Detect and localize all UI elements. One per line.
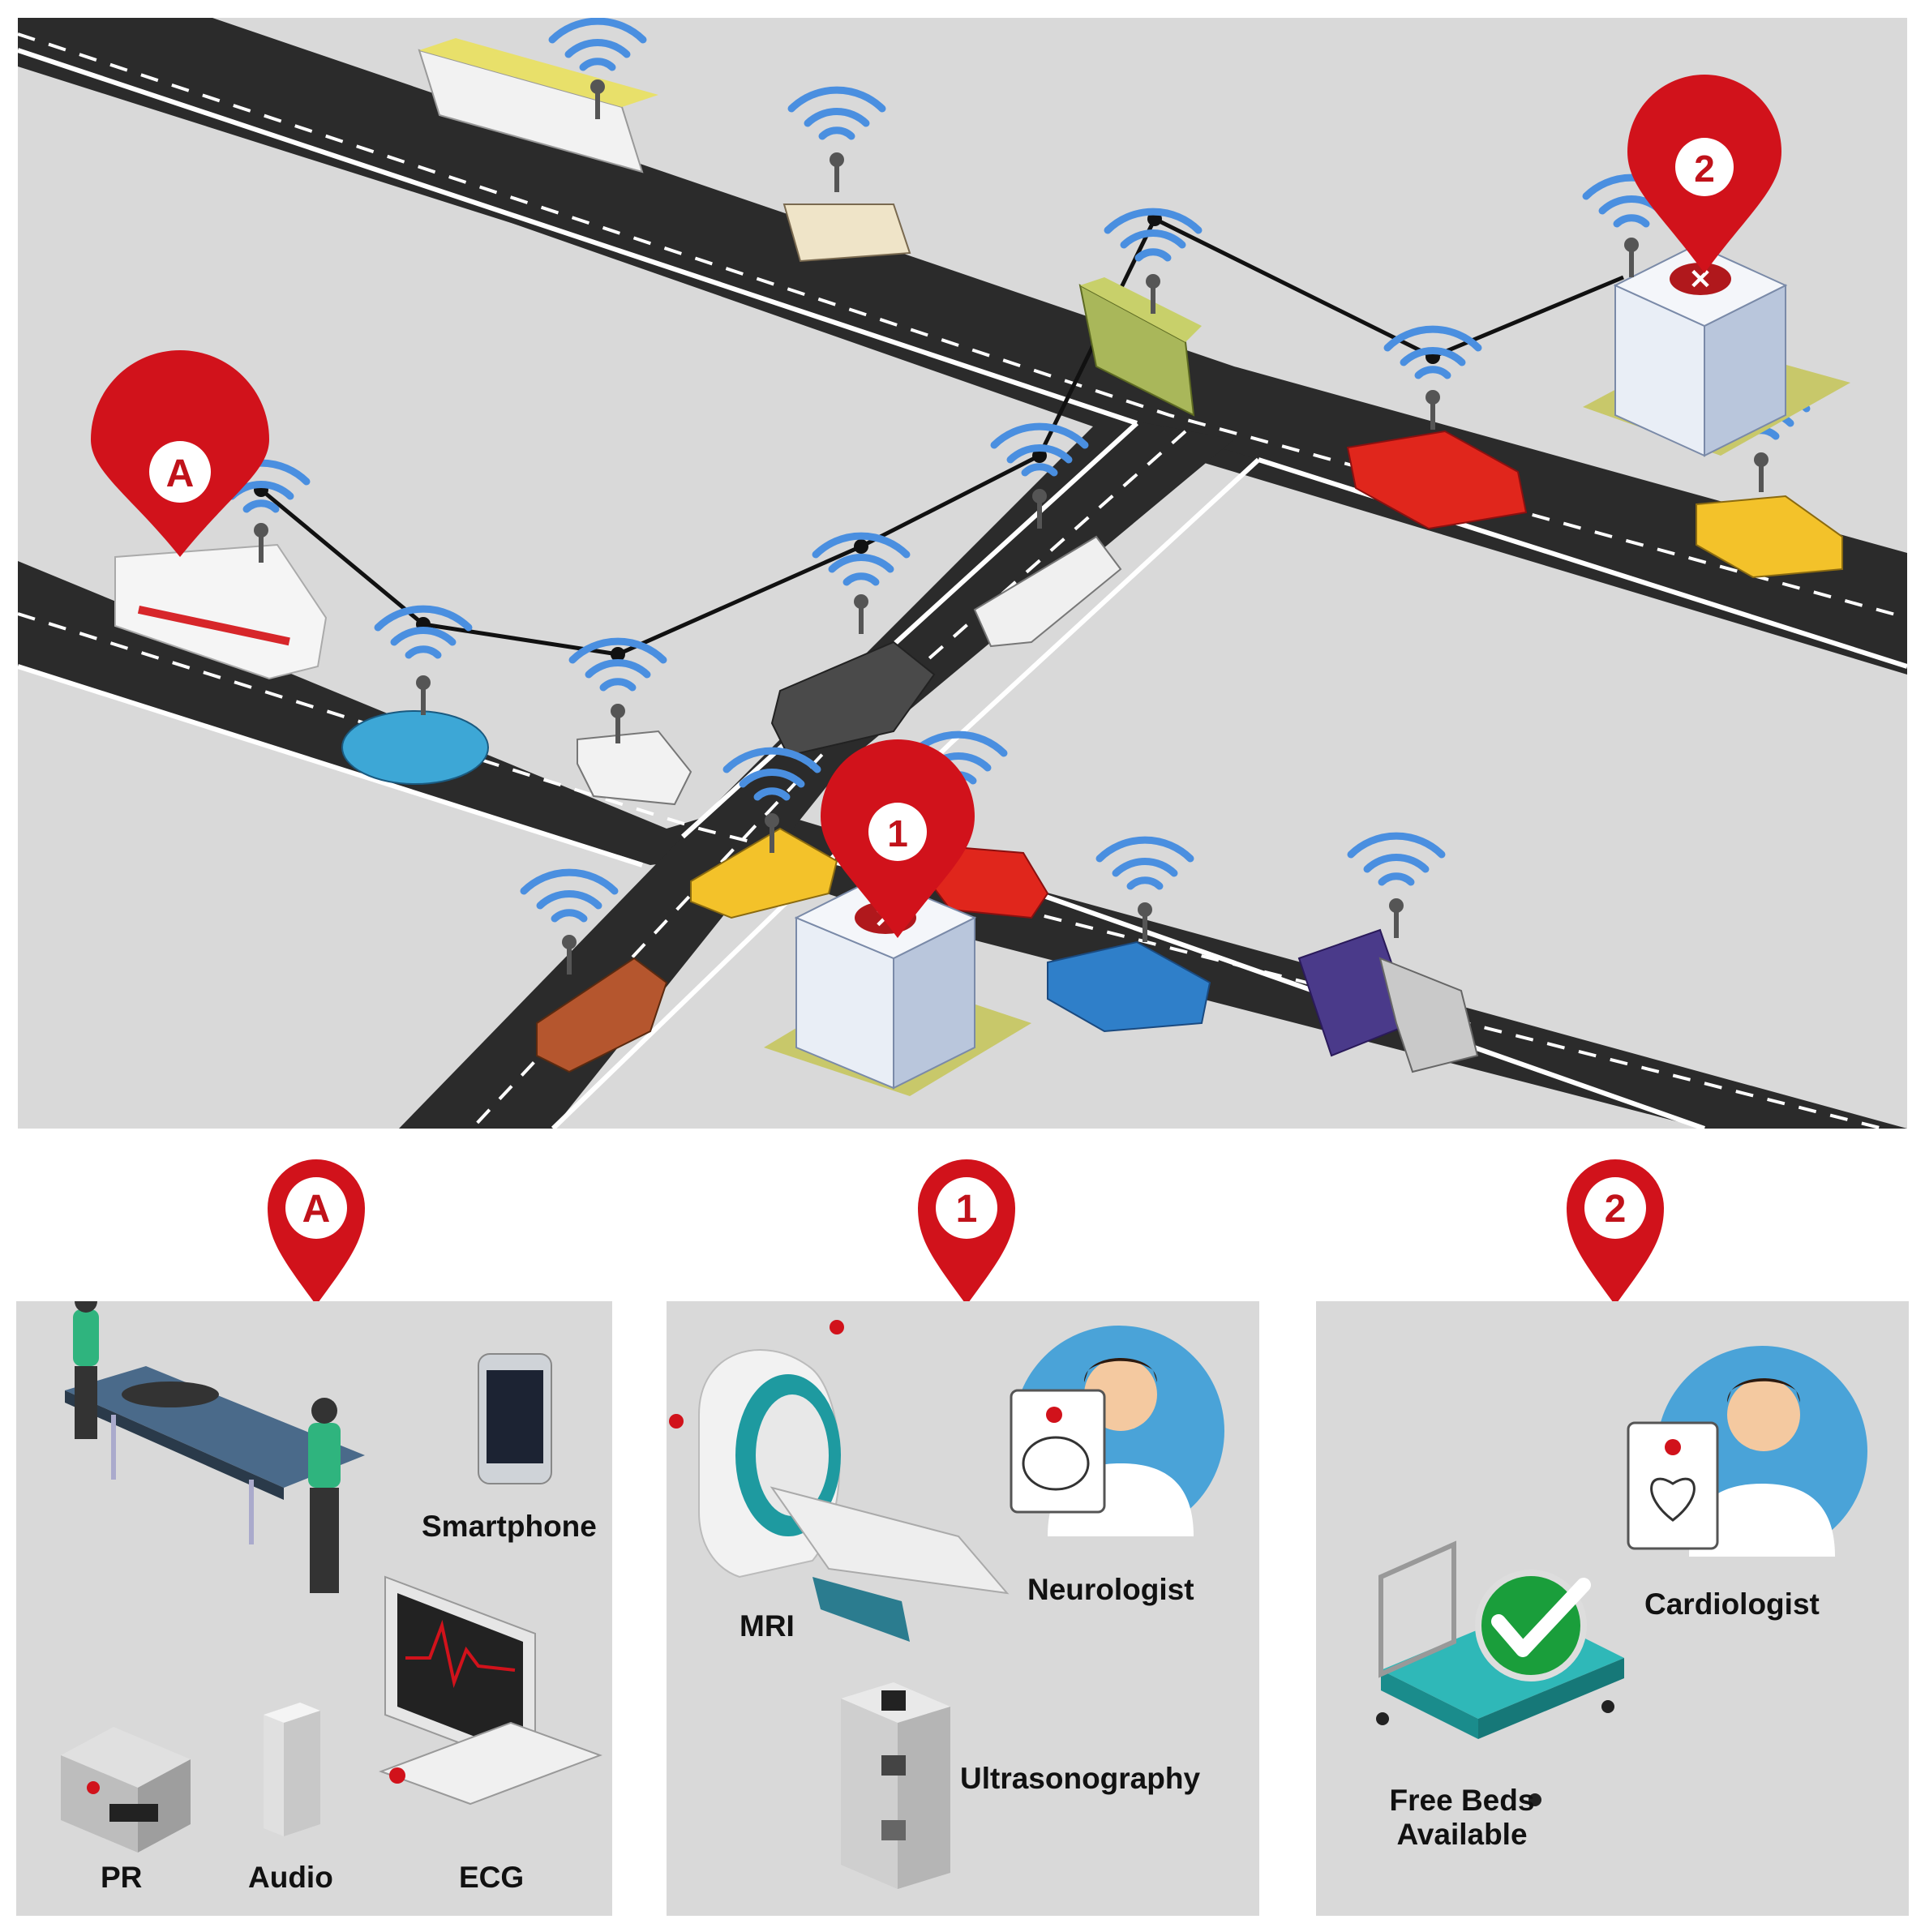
smartphone-label: Smartphone — [422, 1510, 597, 1543]
map-canvas: ✕ ✕ A 1 2 — [18, 18, 1907, 1129]
smartphone-icon — [478, 1353, 552, 1484]
hospital-2-panel-art — [1376, 1346, 1867, 1806]
ambulance-panel: Smartphone PR Audio ECG — [16, 1301, 612, 1916]
hospital-2-panel: Cardiologist Free Beds Available — [1316, 1301, 1909, 1916]
car-icon — [782, 90, 911, 263]
svg-text:✕: ✕ — [1689, 264, 1713, 295]
map-pin-2: 2 — [1627, 75, 1781, 273]
svg-text:1: 1 — [887, 812, 908, 855]
svg-text:2: 2 — [1694, 148, 1715, 190]
panel-2-pin: 2 — [1567, 1159, 1664, 1305]
ambulance-panel-art — [61, 1301, 602, 1853]
panel-a-pin-label: A — [302, 1188, 331, 1231]
van-icon — [1078, 212, 1202, 417]
vanet-map: ✕ ✕ A 1 2 — [18, 18, 1907, 1129]
neurologist-icon — [1010, 1326, 1224, 1536]
map-pin-a: A — [91, 350, 269, 557]
hospital-1-panel-art — [669, 1320, 1224, 1889]
mri-scanner-icon — [669, 1320, 1010, 1642]
stretcher-icon — [65, 1366, 365, 1544]
free-beds-line1: Free Beds — [1389, 1784, 1535, 1817]
panel-1-pin: 1 — [918, 1159, 1015, 1305]
lorry-icon — [1297, 836, 1479, 1073]
pickup-icon — [770, 536, 936, 757]
mri-label: MRI — [740, 1609, 795, 1643]
car-icon — [1346, 329, 1528, 530]
truck-icon — [524, 872, 668, 1073]
car-icon — [1047, 840, 1211, 1033]
ecg-monitor-icon — [379, 1575, 602, 1806]
map-pin-1: 1 — [821, 739, 975, 938]
ultrasonography-label: Ultrasonography — [960, 1762, 1201, 1795]
free-beds-line2: Available — [1396, 1818, 1528, 1851]
car-icon — [572, 641, 692, 806]
taxi-icon — [1696, 390, 1843, 579]
map-pin-a-label: A — [166, 452, 195, 495]
audio-device-icon — [264, 1703, 320, 1836]
cardiologist-icon — [1627, 1346, 1867, 1557]
routing-path — [259, 216, 1624, 657]
ultrasound-machine-icon — [841, 1682, 950, 1889]
ecg-label: ECG — [459, 1861, 525, 1894]
svg-text:2: 2 — [1605, 1188, 1627, 1231]
paramedic-icon — [73, 1301, 99, 1439]
bus-icon — [418, 21, 658, 173]
taxi-icon — [690, 751, 838, 919]
vehicles — [114, 21, 1843, 1073]
neurologist-label: Neurologist — [1027, 1573, 1194, 1606]
hospital-1-panel: MRI Neurologist Ultrasonography — [667, 1301, 1259, 1916]
cardiologist-label: Cardiologist — [1644, 1587, 1820, 1621]
car-icon — [341, 609, 489, 785]
audio-label: Audio — [248, 1861, 333, 1894]
pr-device-icon — [61, 1727, 191, 1853]
hospital-2-icon: ✕ — [1583, 178, 1850, 457]
available-checkmark-icon — [1475, 1570, 1591, 1681]
free-beds-label: Free Beds Available — [1357, 1784, 1567, 1852]
paramedic-icon — [308, 1398, 341, 1593]
panel-a-pin: A — [268, 1159, 365, 1305]
ambulance-icon — [114, 463, 328, 680]
car-icon — [973, 426, 1122, 648]
svg-text:1: 1 — [956, 1188, 978, 1231]
pr-label: PR — [101, 1861, 143, 1894]
